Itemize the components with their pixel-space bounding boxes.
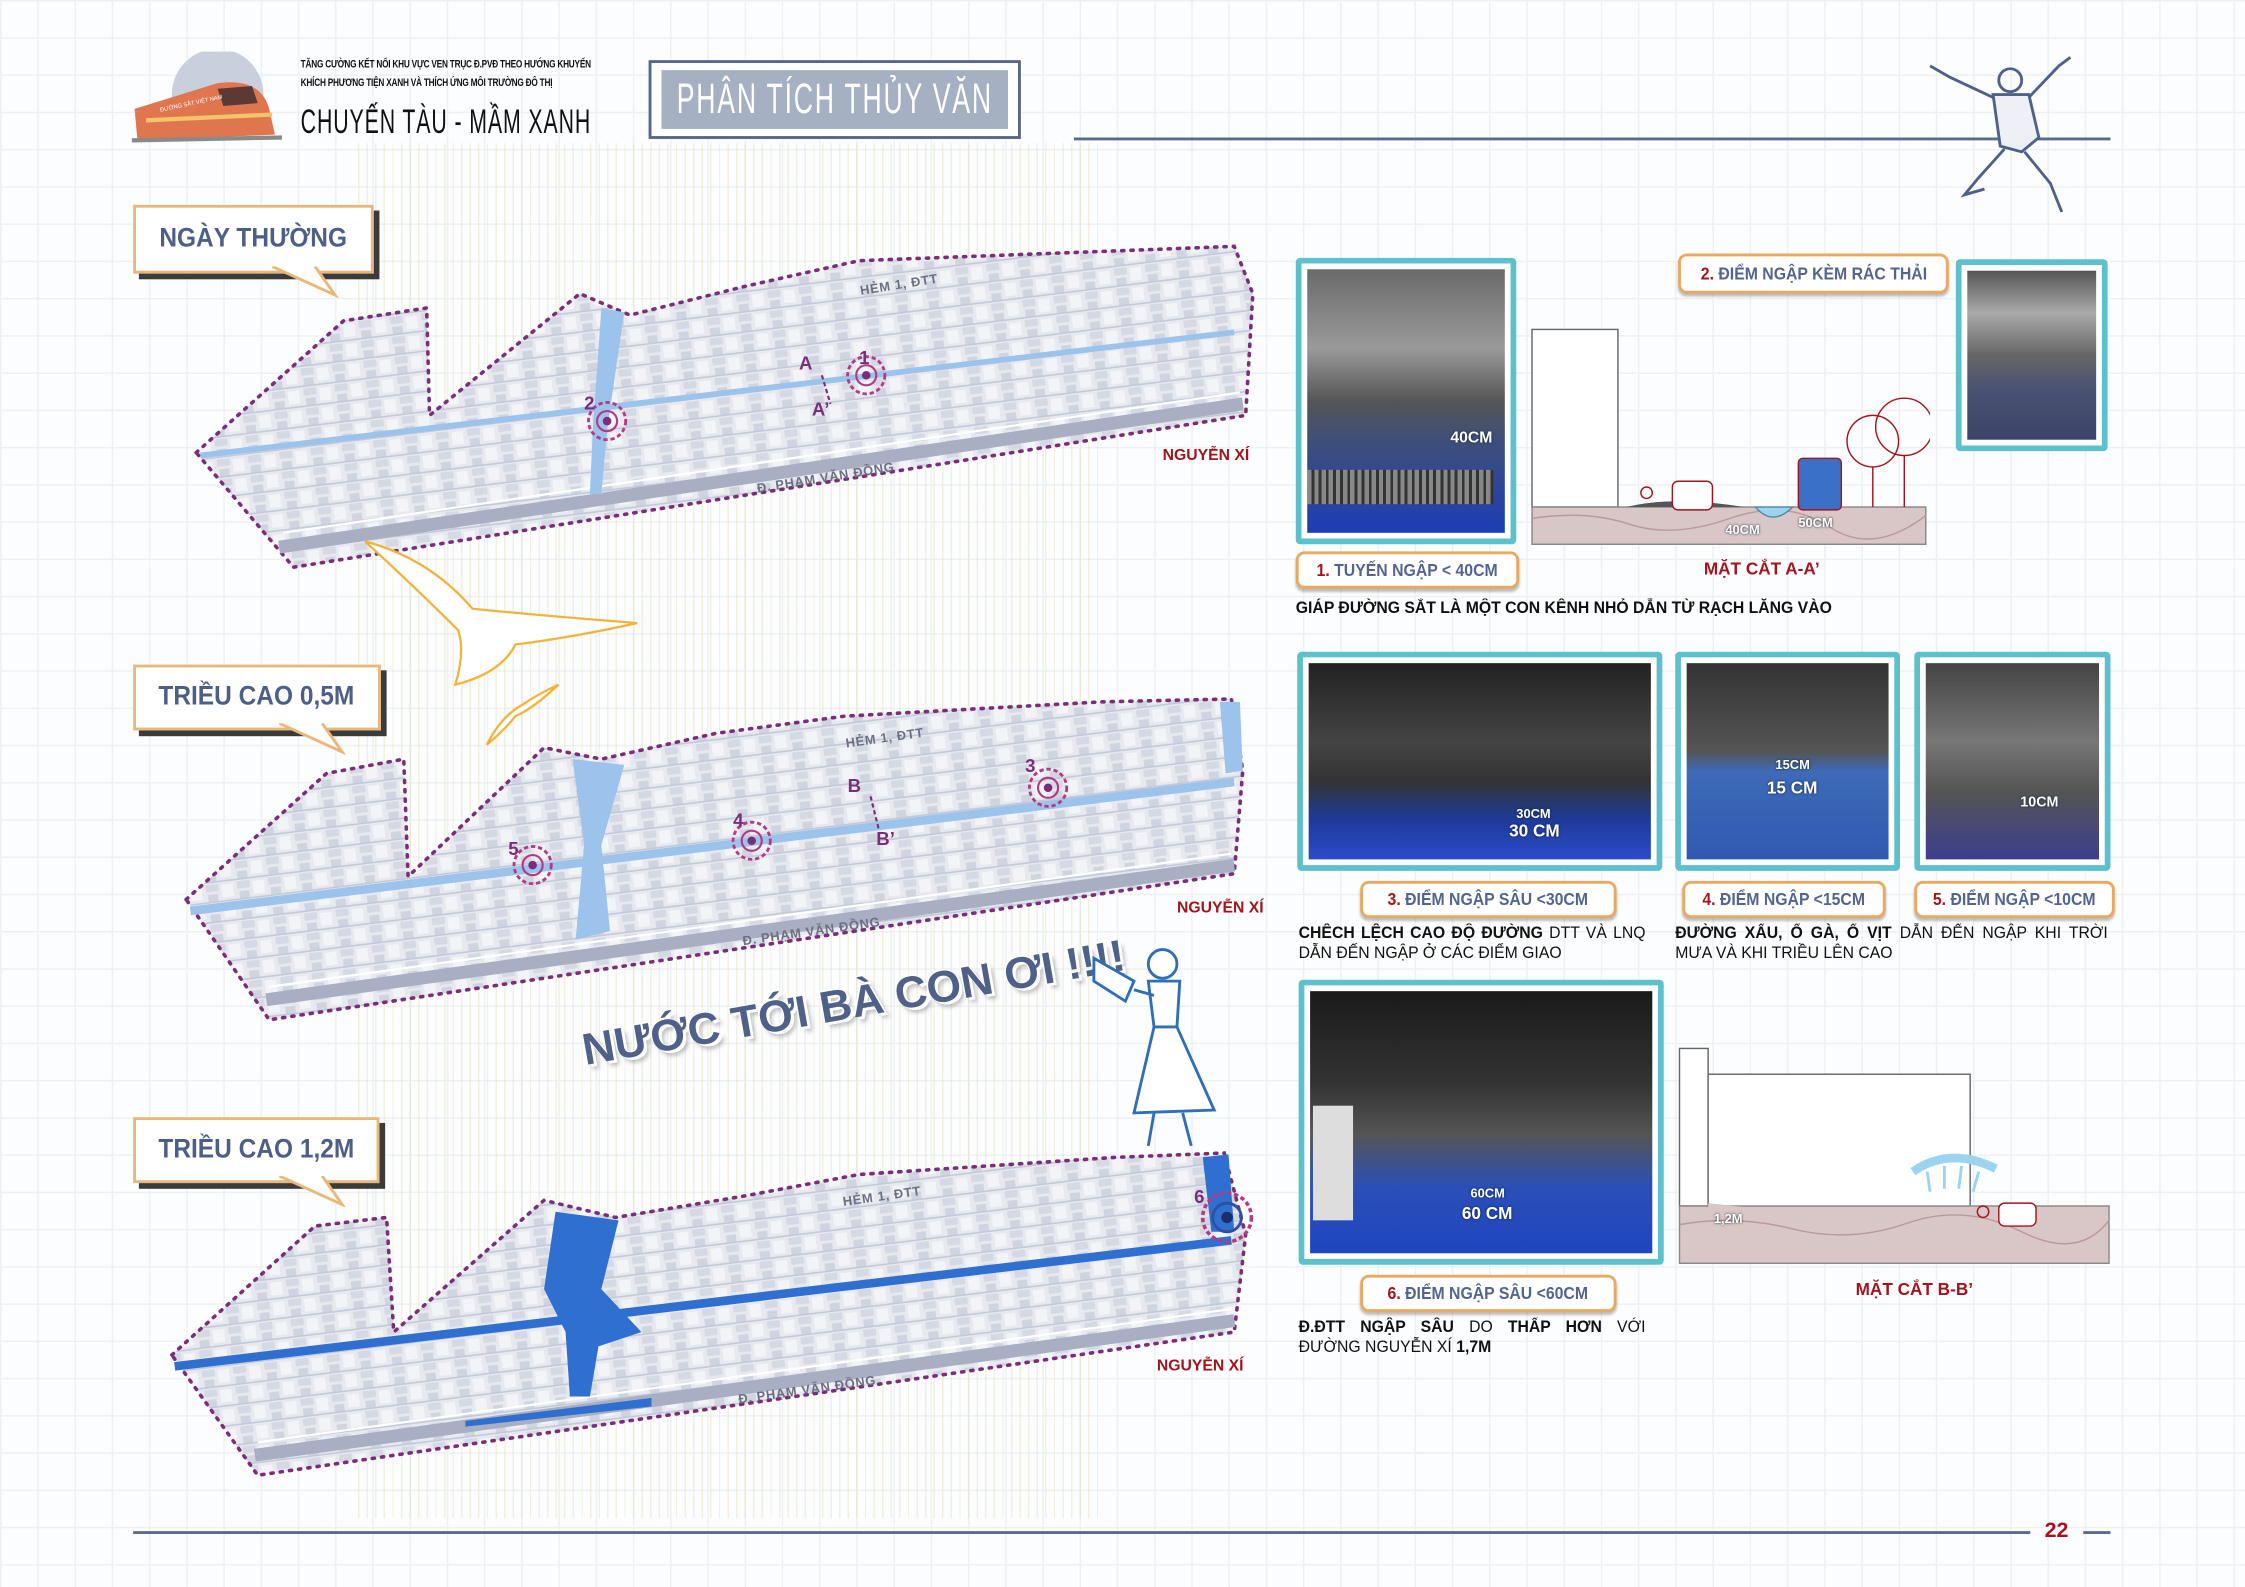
section-aa-level-right: 50CM	[1798, 515, 1833, 530]
photo-point-4: 15CM 15 CM	[1675, 651, 1900, 871]
bubble-tail	[272, 266, 339, 298]
scenario-label-normal: NGÀY THƯỜNG	[133, 204, 374, 274]
depth-label: 60 CM	[1461, 1203, 1513, 1224]
caption-point-3: CHÊCH LỆCH CAO ĐỘ ĐƯỜNG DTT VÀ LNQ DẪN Đ…	[1298, 923, 1646, 963]
section-bb-drawing	[1678, 1047, 2110, 1265]
depth-label: 30CM	[1516, 806, 1551, 821]
road-label-nguyen-xi: NGUYỄN XÍ	[1176, 899, 1264, 917]
bubble-tail	[279, 723, 346, 755]
section-aa-title: MẶT CẮT A-A’	[1703, 558, 1820, 579]
caption-points-4-5: ĐƯỜNG XẤU, Ổ GÀ, Ổ VỊT DẪN ĐẾN NGẬP KHI …	[1675, 923, 2108, 963]
photo-point-3: 30CM 30 CM	[1297, 651, 1663, 871]
photo-point-5: 10CM	[1914, 651, 2111, 871]
section-mark-b: B	[847, 774, 862, 797]
marker-label-4: 4	[733, 809, 744, 831]
photo-point-1: 40CM	[1295, 257, 1517, 545]
marker-label-5: 5	[508, 837, 519, 860]
depth-label: 40CM	[1450, 429, 1493, 447]
marker-label-3: 3	[1025, 754, 1036, 777]
subtitle-line-2: KHÍCH PHƯƠNG TIỆN XANH VÀ THÍCH ỨNG MÔI …	[300, 75, 553, 89]
footer-divider-end	[2083, 1531, 2111, 1534]
map-tide-05	[183, 697, 1245, 1022]
section-mark-b-prime: B’	[876, 827, 895, 850]
page-number: 22	[2044, 1518, 2069, 1543]
flood-marker-4	[731, 820, 772, 861]
depth-label: 10CM	[2020, 794, 2059, 811]
flood-marker-1	[846, 355, 887, 396]
depth-label: 30 CM	[1509, 820, 1560, 841]
section-bb-level: 1,2M	[1713, 1211, 1743, 1227]
section-mark-a-prime: A’	[811, 398, 830, 420]
photo-point-2	[1955, 259, 2108, 452]
label-point-6: 6. ĐIỂM NGẬP SÂU <60CM	[1360, 1274, 1617, 1312]
jumping-man-illustration	[1921, 52, 2078, 224]
label-point-1: 1. TUYẾN NGẬP < 40CM	[1295, 551, 1520, 589]
marker-label-1: 1	[859, 346, 870, 369]
label-point-4: 4. ĐIỂM NGẬP <15CM	[1682, 880, 1886, 919]
flood-marker-2	[587, 401, 628, 442]
section-aa-level-left: 40CM	[1725, 522, 1760, 538]
flood-marker-6	[1200, 1191, 1254, 1244]
label-point-3: 3. ĐIỂM NGẬP SÂU <30CM	[1360, 880, 1617, 919]
train-logo: ĐƯỜNG SẮT VIỆT NAM	[131, 48, 283, 147]
road-label-nguyen-xi: NGUYỄN XÍ	[1156, 1357, 1244, 1376]
section-bb-title: MẶT CẮT B-B’	[1855, 1279, 1973, 1300]
caption-point-6: Đ.ĐTT NGẬP SÂU DO THẤP HƠN VỚI ĐƯỜNG NGU…	[1298, 1317, 1646, 1357]
scenario-label-tide-12: TRIỀU CAO 1,2M	[133, 1117, 380, 1184]
flood-marker-3	[1028, 767, 1069, 808]
header-divider	[1073, 137, 2111, 141]
section-line-bb	[869, 796, 881, 831]
depth-label: 15CM	[1775, 757, 1810, 773]
road-label-nguyen-xi: NGUYỄN XÍ	[1162, 446, 1250, 465]
birds-illustration	[364, 540, 638, 746]
marker-label-2: 2	[584, 392, 595, 414]
scenario-label-tide-05: TRIỀU CAO 0,5M	[133, 664, 381, 731]
project-name: CHUYẾN TÀU - MẦM XANH	[300, 103, 592, 142]
photo-point-6: 60CM 60 CM	[1298, 979, 1664, 1265]
depth-label: 15 CM	[1766, 777, 1818, 798]
bubble-tail	[279, 1175, 346, 1208]
label-point-2: 2. ĐIỂM NGẬP KÈM RÁC THẢI	[1678, 253, 1949, 294]
map-tide-12	[169, 1151, 1254, 1478]
map-normal	[193, 244, 1255, 570]
depth-label: 60CM	[1470, 1185, 1505, 1201]
caption-section-aa: GIÁP ĐƯỜNG SẮT LÀ MỘT CON KÊNH NHỎ DẪN T…	[1295, 598, 1832, 618]
subtitle-line-1: TĂNG CƯỜNG KẾT NỐI KHU VỰC VEN TRỤC Đ.PV…	[300, 57, 591, 71]
section-title: PHÂN TÍCH THỦY VĂN	[676, 75, 993, 123]
section-aa-drawing	[1531, 328, 1931, 545]
flood-marker-5	[512, 845, 553, 886]
footer-divider	[133, 1531, 2031, 1534]
section-title-box: PHÂN TÍCH THỦY VĂN	[648, 60, 1021, 139]
marker-label-6: 6	[1194, 1185, 1205, 1208]
section-mark-a: A	[798, 352, 813, 374]
label-point-5: 5. ĐIỂM NGẬP <10CM	[1914, 880, 2115, 919]
flood-maps	[169, 244, 1255, 1478]
woman-megaphone-illustration	[1091, 938, 1223, 1153]
section-line-aa	[820, 374, 832, 405]
